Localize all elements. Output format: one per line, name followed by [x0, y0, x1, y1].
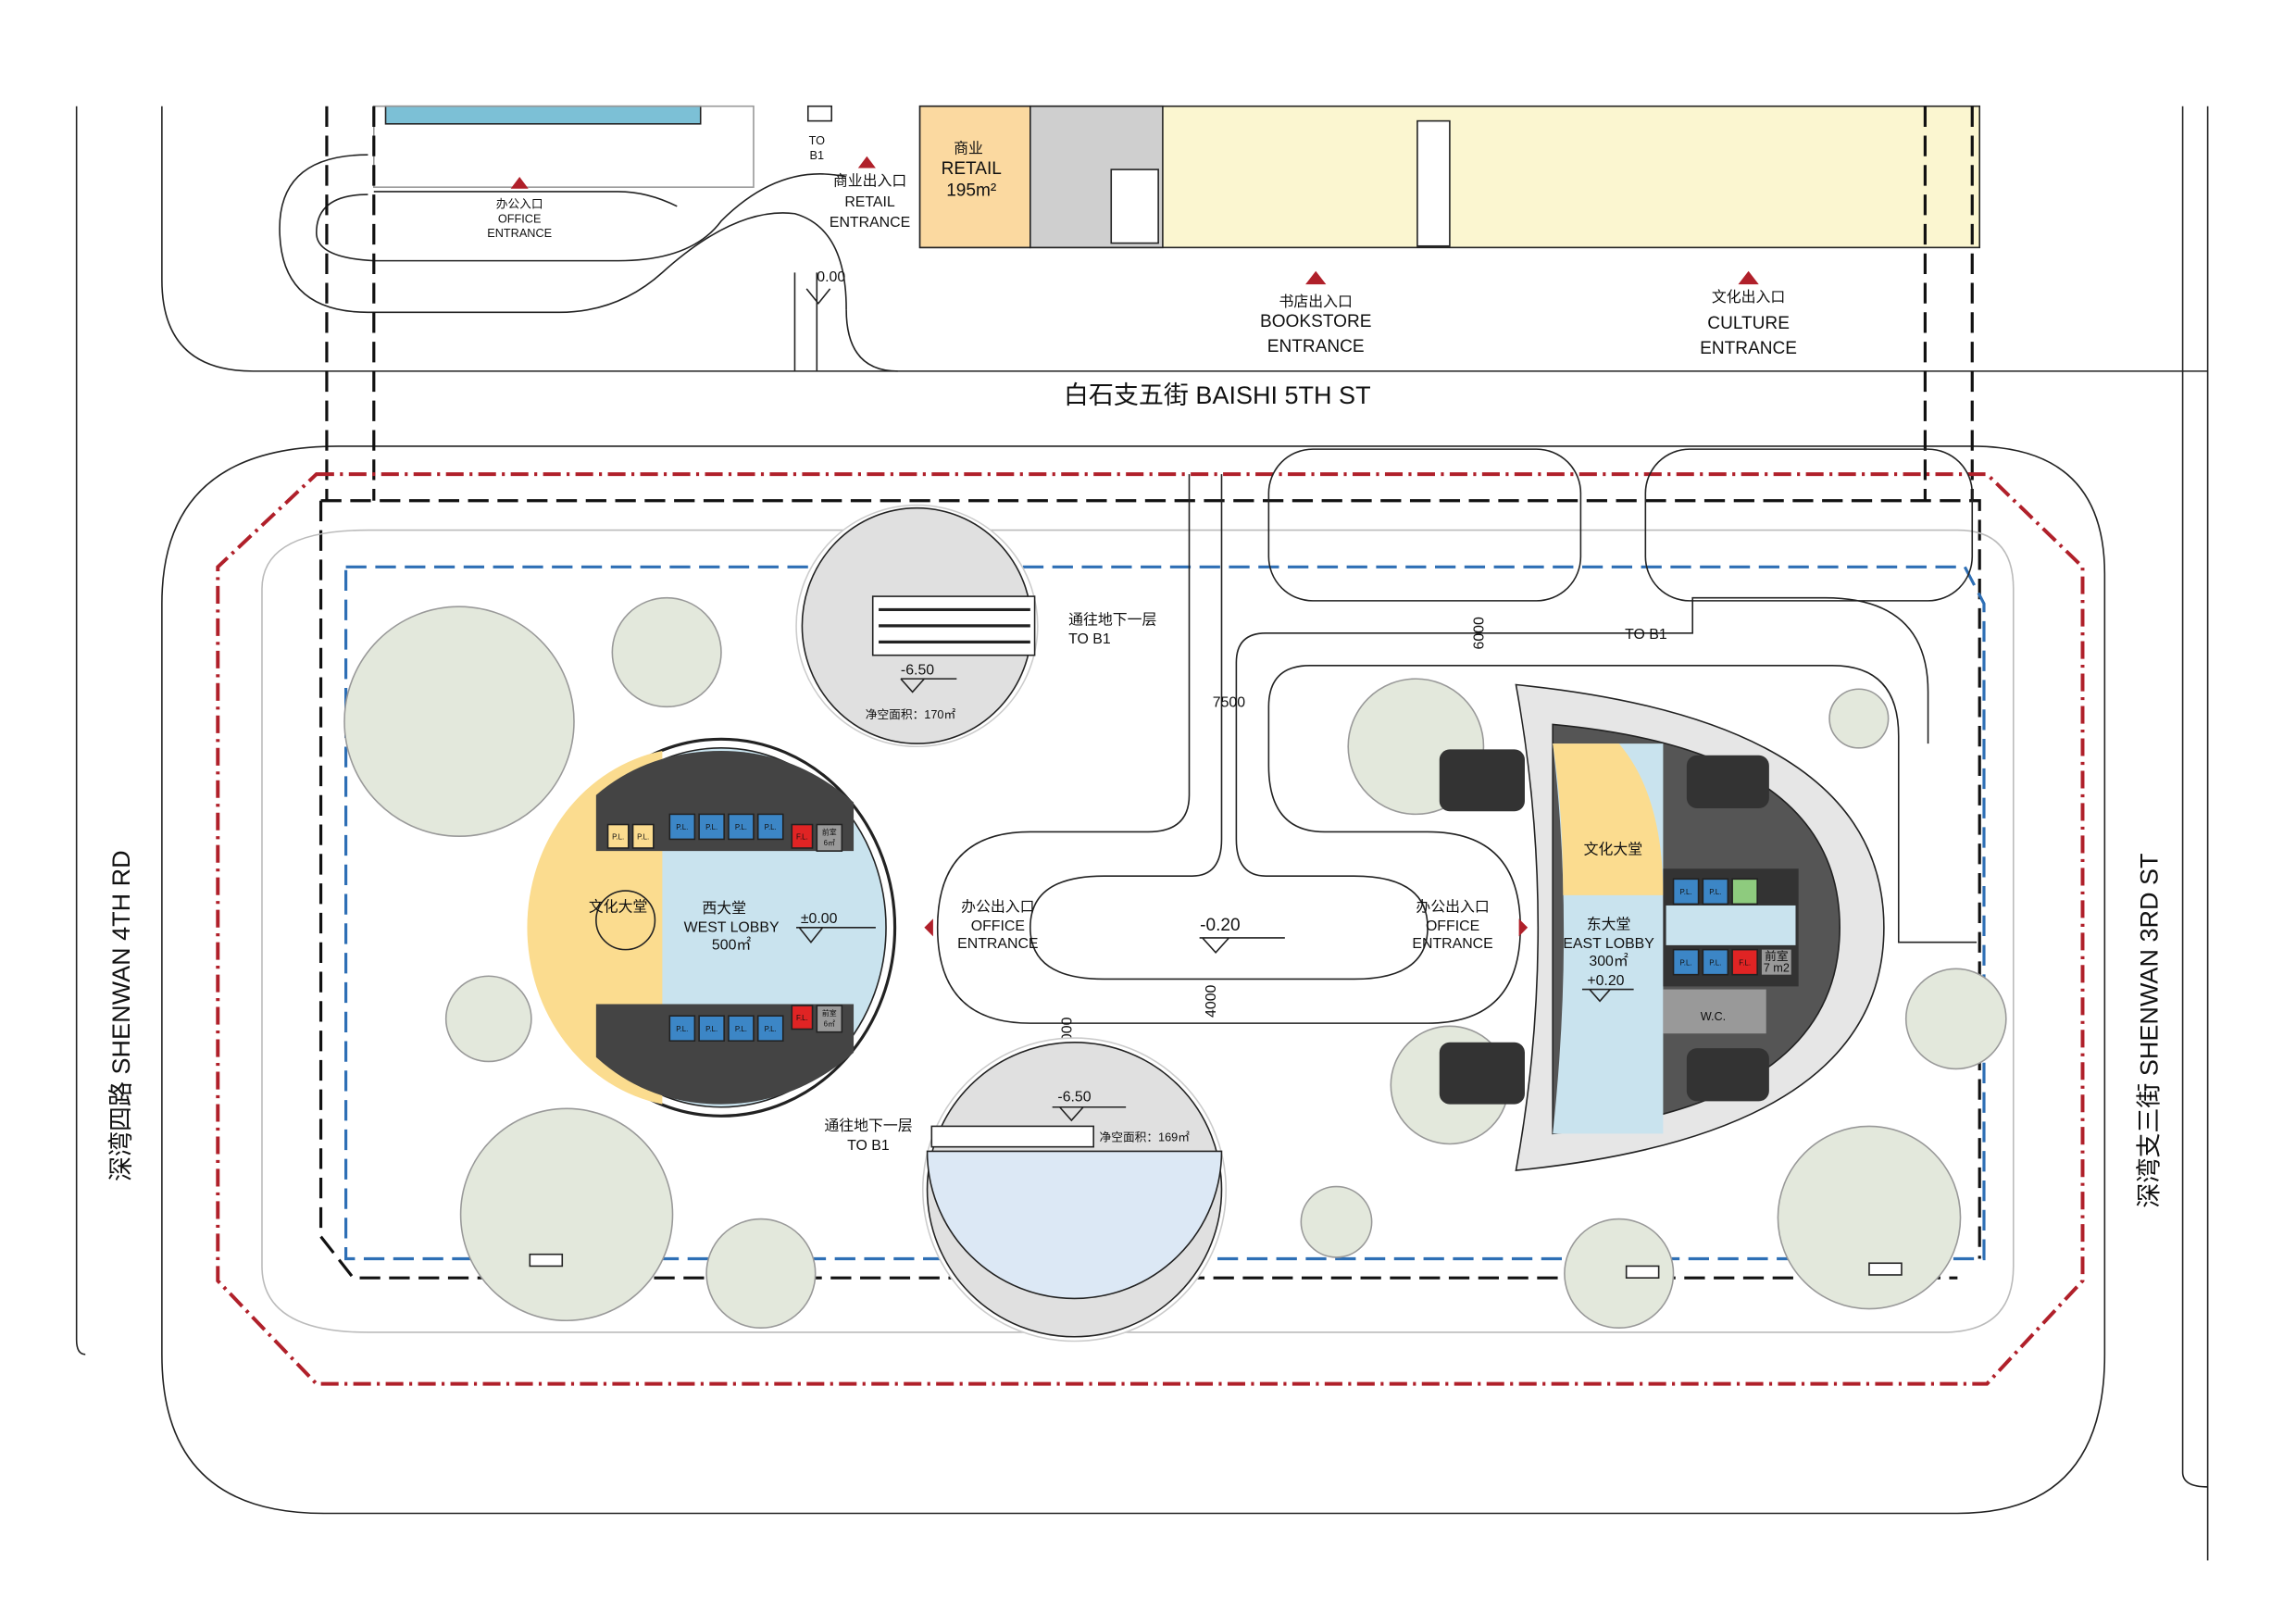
basement-line-blue [344, 565, 1986, 1261]
north-court-area: 净空面积：170㎡ [866, 707, 956, 721]
west-anteroom-area: 6㎡ [824, 1019, 835, 1028]
dim-6000: 6000 [1471, 617, 1487, 649]
culture-entrance-en1: CULTURE [1707, 314, 1790, 333]
office-entrance-west-cn: 办公出入口 [961, 898, 1034, 915]
office-entrance-en1: OFFICE [498, 211, 542, 225]
west-lobby-level: ±0.00 [801, 911, 838, 927]
retail-room [918, 105, 1031, 249]
east-lobby-cn: 东大堂 [1587, 916, 1631, 932]
office-entrance-east-cn: 办公出入口 [1416, 898, 1489, 915]
west-lift-label: P.L. [705, 1025, 718, 1033]
inner-path [261, 529, 2015, 1333]
north-entrances: 办公入口 OFFICE ENTRANCE 商业出入口 RETAIL ENTRAN… [487, 156, 1797, 358]
bookstore-entrance-cn: 书店出入口 [1279, 294, 1353, 310]
west-lift-label: P.L. [676, 1025, 688, 1033]
west-lift-label: P.L. [705, 823, 718, 831]
north-court-to-b1-cn: 通往地下一层 [1068, 611, 1156, 628]
office-driveway: 0.00 [279, 154, 847, 371]
entrance-marker-icon [510, 177, 529, 189]
to-b1-top-1: TO [809, 133, 826, 147]
street-label-west: 深湾四路 SHENWAN 4TH RD [107, 850, 135, 1181]
street-label-east: 深湾支三街 SHENWAN 3RD ST [2136, 853, 2164, 1207]
drop-off-level: -0.20 [1200, 916, 1240, 935]
south-stairs [529, 1253, 1903, 1279]
ramp-to-b1: TO B1 [1625, 627, 1667, 643]
retail-entrance-cn: 商业出入口 [833, 173, 906, 190]
drop-off-driveway: 7500 6000 4000 2000 TO B1 -0.20 办公出入口 OF… [924, 448, 1978, 1050]
entrance-marker-icon [1518, 918, 1529, 937]
east-wc: W.C. [1701, 1009, 1727, 1023]
west-lobby-en: WEST LOBBY [684, 920, 780, 936]
west-fire-lift-label: F.L. [796, 1014, 808, 1022]
office-entrance-west-en2: ENTRANCE [957, 936, 1038, 952]
west-lift-label: P.L. [735, 823, 747, 831]
west-anteroom-area: 6㎡ [824, 839, 835, 847]
south-court-area: 净空面积：169㎡ [1100, 1130, 1191, 1143]
retail-entrance-en2: ENTRANCE [830, 215, 910, 231]
road-edges [75, 106, 2209, 1561]
west-anteroom: 前室 [822, 1008, 837, 1018]
entrance-marker-icon [924, 918, 933, 937]
south-sunken-court: -6.50 净空面积：169㎡ 通往地下一层 TO B1 [824, 1037, 1228, 1343]
retail-room-area: 195m² [946, 181, 996, 201]
west-tower: P.L. P.L. P.L. P.L. P.L. P.L. F.L. 前室 6㎡… [527, 737, 897, 1118]
south-court-to-b1-en: TO B1 [847, 1138, 890, 1154]
culture-entrance-en2: ENTRANCE [1700, 339, 1797, 358]
east-culture-lobby: 文化大堂 [1584, 841, 1643, 857]
north-court-level: -6.50 [901, 662, 934, 678]
west-lift-label: P.L. [637, 832, 649, 841]
dim-7500: 7500 [1213, 694, 1245, 710]
east-tower: P.L. P.L. P.L. P.L. F.L. 文化大堂 东大堂 EAST L… [1439, 683, 1885, 1171]
entrance-marker-icon [1738, 270, 1759, 285]
retail-room-cn: 商业 [954, 141, 983, 157]
office-entrance-cn: 办公入口 [496, 196, 543, 210]
east-lift-label: P.L. [1709, 888, 1721, 896]
west-fire-lift-label: F.L. [796, 832, 808, 841]
east-anteroom: 前室 [1765, 949, 1788, 963]
site-boundary [216, 472, 2085, 1386]
culture-entrance-cn: 文化出入口 [1712, 289, 1785, 306]
ramp-level: 0.00 [817, 269, 845, 285]
west-lift-label: P.L. [765, 823, 777, 831]
north-sunken-court: 通往地下一层 TO B1 -6.50 净空面积：170㎡ [795, 504, 1156, 748]
west-lift-label: P.L. [735, 1025, 747, 1033]
east-lift-label: P.L. [1679, 958, 1691, 967]
west-culture-lobby: 文化大堂 [589, 898, 648, 915]
west-lift-label: P.L. [676, 823, 688, 831]
office-entrance-west-en1: OFFICE [971, 918, 1025, 934]
entrance-marker-icon [1305, 270, 1327, 285]
south-court-level: -6.50 [1057, 1089, 1091, 1105]
east-lift-label: P.L. [1709, 958, 1721, 967]
west-lifts-north: P.L. P.L. P.L. P.L. P.L. P.L. F.L. 前室 6㎡ [606, 813, 843, 852]
street-label-north: 白石支五街 BAISHI 5TH ST [1064, 381, 1371, 409]
east-lobby-en: EAST LOBBY [1563, 936, 1654, 952]
retail-room-en: RETAIL [942, 159, 1002, 179]
east-fire-lift-label: F.L. [1739, 958, 1751, 967]
west-lifts-south: P.L. P.L. P.L. P.L. F.L. 前室 6㎡ [668, 1005, 843, 1042]
east-anteroom-area: 7 m2 [1764, 960, 1790, 974]
west-lift-label: P.L. [765, 1025, 777, 1033]
north-court-to-b1-en: TO B1 [1068, 631, 1111, 647]
office-entrance-east-en2: ENTRANCE [1412, 936, 1492, 952]
west-lift-label: P.L. [612, 832, 624, 841]
office-entrance-en2: ENTRANCE [487, 226, 552, 240]
east-lobby-area: 300㎡ [1589, 953, 1628, 969]
bookstore-entrance-en1: BOOKSTORE [1260, 312, 1371, 331]
trees [343, 596, 2007, 1329]
to-b1-top-2: B1 [810, 148, 825, 162]
retail-entrance-en1: RETAIL [844, 194, 895, 210]
entrance-marker-icon [857, 156, 876, 169]
bookstore-entrance-en2: ENTRANCE [1267, 337, 1365, 356]
west-lobby-area: 500㎡ [712, 937, 751, 954]
north-building: 商业 RETAIL 195m² TO B1 [372, 105, 1980, 249]
dim-4000: 4000 [1204, 984, 1219, 1017]
office-entrance-east-en1: OFFICE [1426, 918, 1479, 934]
west-anteroom: 前室 [822, 828, 837, 837]
south-court-to-b1-cn: 通往地下一层 [824, 1118, 912, 1134]
west-lobby-cn: 西大堂 [702, 900, 746, 917]
east-lift-label: P.L. [1679, 888, 1691, 896]
east-lobby-level: +0.20 [1587, 973, 1624, 989]
